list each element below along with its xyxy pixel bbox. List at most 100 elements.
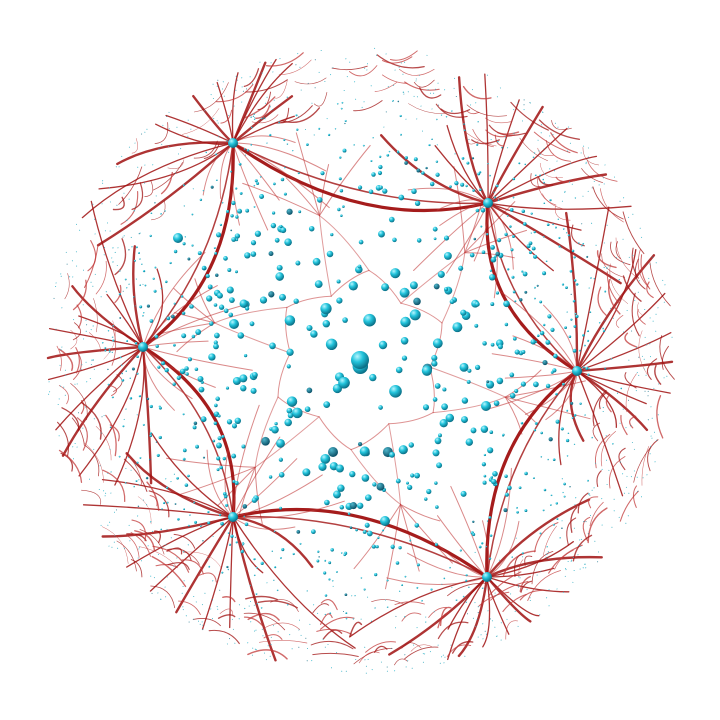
geodesic-edge	[538, 177, 554, 186]
vertex-sphere	[86, 324, 88, 326]
vertex-sphere	[432, 397, 438, 402]
vertex-sphere	[585, 163, 587, 165]
vertex-sphere	[372, 482, 377, 487]
geodesic-edge	[105, 414, 117, 457]
vertex-sphere	[507, 268, 510, 271]
vertex-sphere	[357, 264, 362, 269]
vertex-sphere	[364, 659, 366, 661]
geodesic-edge	[82, 504, 234, 518]
geodesic-edge	[295, 132, 320, 217]
vertex-sphere	[357, 502, 364, 509]
vertex-sphere	[102, 180, 104, 182]
vertex-sphere	[651, 437, 653, 439]
vertex-sphere	[395, 478, 401, 484]
vertex-sphere	[100, 432, 102, 434]
vertex-sphere	[349, 61, 351, 63]
geodesic-edge	[472, 128, 495, 148]
vertex-sphere	[588, 493, 590, 495]
vertex-sphere	[250, 143, 253, 146]
vertex-sphere	[474, 551, 476, 553]
vertex-sphere	[542, 112, 544, 113]
geodesic-edge	[413, 79, 435, 88]
vertex-sphere	[545, 383, 551, 389]
vertex-sphere	[386, 579, 389, 582]
geodesic-edge	[597, 286, 607, 316]
vertex-sphere	[587, 373, 590, 376]
vertex-sphere	[644, 336, 646, 338]
vertex-sphere	[252, 647, 254, 649]
vertex-sphere	[549, 135, 551, 137]
vertex-sphere	[226, 565, 229, 569]
vertex-sphere	[424, 653, 426, 655]
geodesic-edge	[622, 211, 645, 255]
vertex-sphere	[489, 174, 491, 177]
vertex-sphere	[644, 309, 646, 310]
geodesic-edge	[72, 279, 87, 311]
vertex-sphere	[202, 456, 206, 459]
vertex-sphere	[573, 570, 575, 571]
vertex-sphere	[117, 247, 119, 249]
geodesic-edge	[376, 54, 425, 69]
vertex-sphere	[460, 309, 467, 316]
vertex-sphere	[364, 646, 366, 648]
geodesic-edge	[232, 458, 298, 518]
geodesic-edge	[632, 485, 638, 508]
vertex-sphere	[593, 277, 595, 280]
vertex-sphere	[389, 384, 402, 398]
vertex-sphere	[603, 266, 605, 269]
vertex-sphere	[187, 544, 189, 546]
vertex-sphere	[76, 446, 78, 448]
vertex-sphere	[320, 171, 325, 176]
geodesic-edge	[102, 469, 126, 503]
vertex-sphere	[561, 527, 563, 529]
vertex-sphere	[314, 59, 316, 61]
vertex-sphere	[115, 509, 117, 511]
vertex-sphere	[404, 156, 408, 160]
geodesic-edge	[318, 416, 352, 451]
vertex-sphere	[109, 521, 111, 523]
geodesic-edge	[348, 65, 378, 77]
vertex-sphere	[495, 291, 500, 295]
vertex-sphere	[340, 107, 343, 110]
vertex-sphere	[530, 339, 536, 345]
vertex-sphere	[571, 559, 573, 561]
vertex-sphere	[134, 142, 136, 144]
vertex-sphere	[133, 296, 135, 298]
vertex-sphere	[104, 349, 107, 352]
vertex-sphere	[217, 414, 221, 418]
vertex-sphere	[566, 409, 569, 412]
vertex-sphere	[429, 651, 431, 653]
vertex-sphere	[474, 364, 481, 371]
vertex-sphere	[120, 364, 123, 366]
vertex-sphere	[182, 448, 187, 453]
vertex-sphere	[643, 358, 645, 360]
vertex-sphere	[135, 480, 138, 482]
vertex-sphere	[522, 222, 527, 226]
vertex-sphere	[85, 330, 87, 332]
vertex-sphere	[550, 327, 555, 332]
vertex-sphere	[112, 325, 115, 327]
vertex-sphere	[413, 95, 415, 97]
vertex-sphere	[250, 251, 257, 257]
vertex-sphere	[270, 644, 272, 645]
vertex-sphere	[166, 576, 168, 578]
vertex-sphere	[86, 381, 88, 383]
vertex-sphere	[216, 468, 220, 472]
vertex-sphere	[561, 520, 563, 522]
vertex-sphere	[202, 189, 205, 192]
geodesic-edge	[404, 646, 439, 660]
vertex-sphere	[420, 105, 422, 107]
geodesic-edge	[257, 91, 272, 110]
vertex-sphere	[344, 119, 347, 123]
vertex-sphere	[587, 533, 589, 535]
vertex-sphere	[485, 545, 488, 548]
vertex-sphere	[572, 581, 574, 583]
vertex-sphere	[463, 129, 466, 132]
vertex-sphere	[378, 405, 383, 410]
vertex-sphere	[181, 333, 187, 339]
geodesic-edge	[609, 263, 629, 304]
vertex-sphere	[598, 184, 600, 186]
vertex-sphere	[512, 196, 515, 199]
geodesic-edge	[450, 485, 488, 578]
geodesic-edge	[631, 247, 639, 279]
